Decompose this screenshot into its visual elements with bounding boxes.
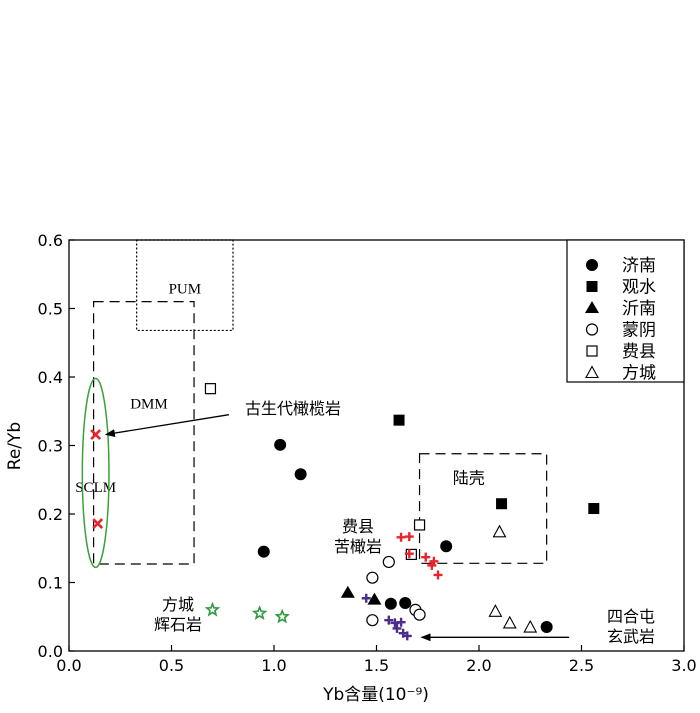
data-point (404, 549, 414, 559)
y-axis-label: Re/Yb (5, 422, 25, 470)
axis-ticks: 0.0 0.5 1.0 1.5 2.0 2.5 3.0 0.0 0.1 0.2 0.3 0.4 0.5 0… (38, 231, 697, 675)
x-tick-label: 1.0 (261, 656, 286, 675)
data-points (90, 383, 600, 641)
data-point (404, 532, 414, 542)
data-point (92, 518, 104, 530)
data-point (588, 503, 600, 515)
data-point (421, 552, 431, 562)
data-point (413, 608, 426, 621)
x-axis-label: Yb含量(10⁻⁹) (322, 685, 429, 705)
legend-marker (585, 365, 599, 379)
data-point (440, 540, 453, 553)
data-point (393, 414, 405, 426)
data-point (382, 555, 395, 569)
region-label-pum: PUM (169, 281, 202, 297)
legend-marker (586, 345, 598, 357)
data-point (492, 524, 507, 538)
legend-label: 费县 (622, 342, 656, 362)
data-point (399, 597, 412, 610)
y-tick-label: 0.2 (38, 505, 63, 524)
region-box (418, 453, 548, 564)
data-point (523, 619, 538, 633)
y-tick-label: 0.4 (38, 368, 63, 387)
region-label-sclm: SCLM (75, 480, 116, 496)
data-point (367, 592, 382, 605)
data-point (396, 532, 406, 542)
data-point (384, 597, 397, 610)
y-tick-label: 0.0 (38, 642, 63, 661)
data-point (384, 615, 394, 625)
annotation-text: 四合屯 (607, 607, 655, 626)
data-point (496, 498, 508, 510)
legend-label: 沂南 (622, 299, 656, 319)
data-point (90, 429, 102, 440)
data-point (540, 621, 553, 634)
y-tick-label: 0.3 (38, 437, 63, 456)
legend-marker (586, 281, 598, 292)
region-box (136, 239, 234, 332)
data-point (257, 545, 270, 558)
x-tick-label: 2.5 (569, 656, 594, 675)
data-point (204, 601, 221, 617)
data-point (396, 617, 406, 627)
x-tick-label: 2.0 (466, 656, 491, 675)
x-tick-label: 3.0 (671, 656, 696, 675)
annotation-text: 苦橄岩 (334, 537, 382, 556)
data-point (366, 571, 379, 584)
data-point (427, 560, 437, 570)
reference-regions: PUM SCLM 陆壳 DMM (75, 239, 548, 569)
region-label-dmm: DMM (130, 397, 168, 413)
data-point (502, 615, 517, 629)
y-tick-label: 0.1 (38, 574, 63, 593)
data-point (294, 468, 307, 481)
legend-marker (585, 323, 599, 336)
data-point (274, 608, 290, 624)
data-point (274, 438, 287, 451)
annotation-text: 辉石岩 (154, 615, 202, 634)
data-point (361, 593, 371, 603)
x-tick-label: 0.0 (56, 656, 81, 675)
data-point (340, 585, 355, 598)
data-point (251, 605, 268, 621)
arrow (104, 414, 230, 438)
annotation-text: 古生代橄榄岩 (245, 399, 341, 418)
annotation-text: 方城 (162, 595, 194, 614)
x-tick-label: 1.5 (364, 656, 389, 675)
annotation-text: 玄武岩 (607, 627, 655, 646)
region-label-crust: 陆壳 (453, 469, 485, 488)
legend-label: 方城 (622, 364, 656, 384)
legend-marker (585, 301, 599, 313)
data-point (366, 614, 379, 627)
y-tick-label: 0.6 (38, 231, 63, 250)
data-point (433, 570, 443, 580)
legend-label: 济南 (622, 256, 656, 276)
data-point (488, 604, 503, 617)
data-point (392, 623, 402, 633)
data-point (402, 631, 412, 641)
y-tick-label: 0.5 (38, 300, 63, 319)
data-point (204, 383, 217, 395)
legend-label: 观水 (622, 278, 656, 298)
x-tick-label: 0.5 (159, 656, 184, 675)
dmm-ellipse (81, 377, 110, 569)
legend-label: 蒙阴 (622, 321, 656, 341)
annotation-text: 费县 (342, 517, 374, 536)
data-point (413, 519, 426, 531)
legend-marker (586, 259, 598, 271)
